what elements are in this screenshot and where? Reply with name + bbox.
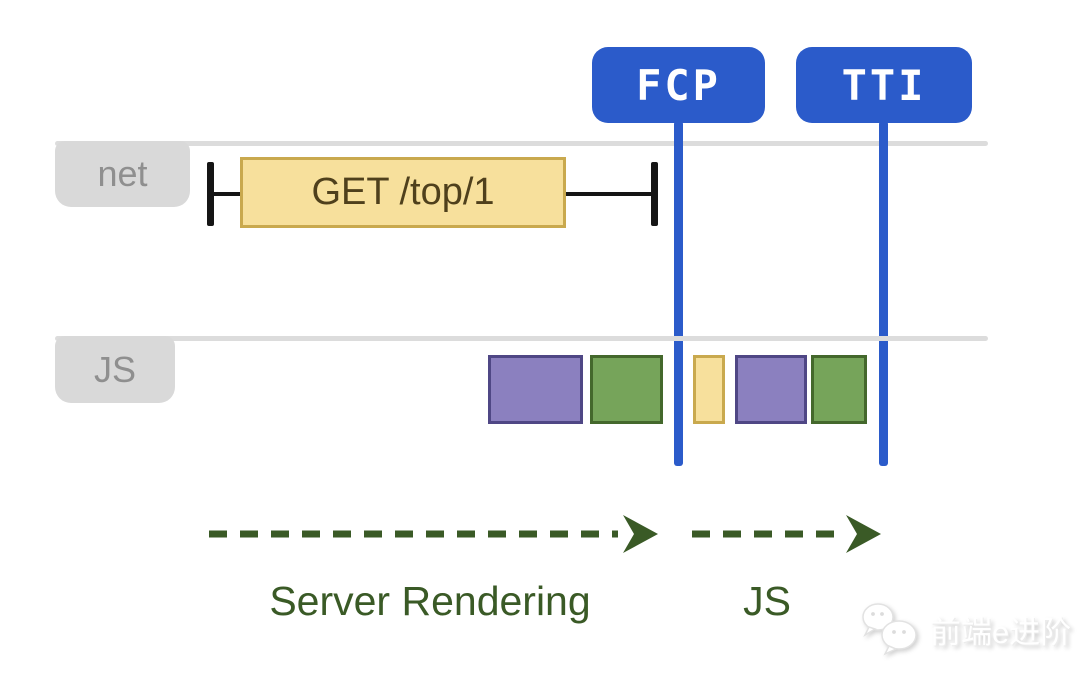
request-start-connector [211, 192, 243, 196]
js-row-tab: JS [55, 336, 175, 403]
js-task-block-green-1 [590, 355, 663, 424]
js-caption: JS [743, 578, 791, 624]
fcp-badge-label: FCP [636, 60, 721, 110]
network-request-label: GET /top/1 [311, 171, 495, 213]
watermark-text: 前端e进阶 [930, 614, 1072, 650]
fcp-badge: FCP [592, 47, 765, 123]
tti-badge: TTI [796, 47, 972, 123]
net-track-line [55, 141, 988, 146]
js-task-block-purple-2 [735, 355, 807, 424]
request-end-connector [566, 192, 655, 196]
tti-badge-label: TTI [841, 60, 927, 110]
server-rendering-arrowhead-icon [623, 515, 658, 553]
net-row-tab: net [55, 141, 190, 207]
request-start-tick [207, 162, 214, 226]
wechat-icon [862, 603, 917, 656]
server-rendering-caption: Server Rendering [269, 578, 591, 624]
network-request-bar: GET /top/1 [240, 157, 566, 228]
js-row-label: JS [93, 348, 136, 390]
net-row-label: net [97, 153, 148, 194]
js-track-line [55, 336, 988, 341]
watermark: 前端e进阶 [858, 600, 1071, 658]
js-task-block-green-2 [811, 355, 867, 424]
fcp-marker-line [674, 121, 683, 466]
tti-marker-line [879, 121, 888, 466]
request-end-tick [651, 162, 658, 226]
js-arrowhead-icon [846, 515, 881, 553]
js-task-block-purple-1 [488, 355, 583, 424]
js-task-block-yellow [693, 355, 725, 424]
